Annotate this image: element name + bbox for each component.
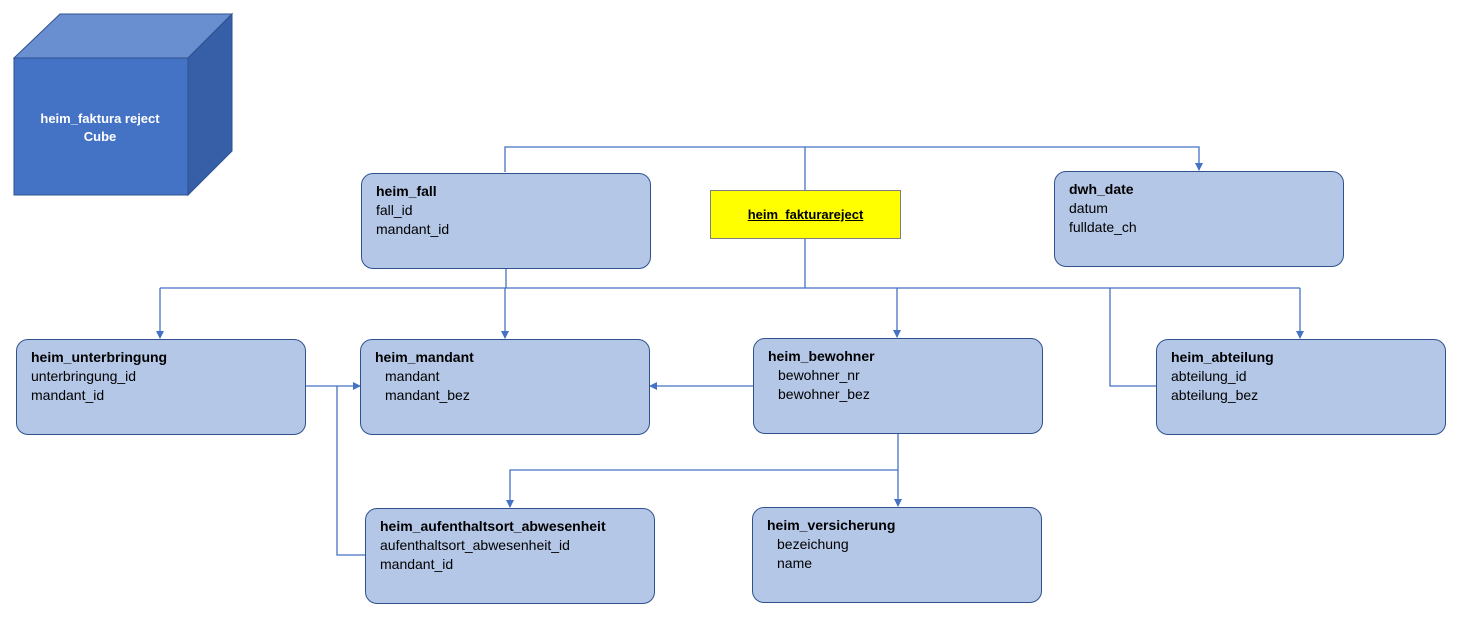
- table-heim-mandant[interactable]: heim_mandant mandant mandant_bez: [360, 339, 650, 435]
- table-field: abteilung_bez: [1171, 387, 1259, 403]
- table-heim-bewohner[interactable]: heim_bewohner bewohner_nr bewohner_bez: [753, 338, 1043, 434]
- cube-label: heim_faktura reject Cube: [14, 110, 186, 146]
- table-name: heim_aufenthaltsort_abwesenheit: [380, 518, 606, 534]
- table-field: bewohner_bez: [778, 386, 870, 402]
- table-field: datum: [1069, 200, 1108, 216]
- table-field: mandant_id: [380, 556, 454, 572]
- table-field: bezeichung: [777, 536, 849, 552]
- table-field: unterbringung_id: [31, 368, 137, 384]
- fact-table-name: heim_fakturareject: [747, 207, 864, 222]
- table-field: aufenthaltsort_abwesenheit_id: [380, 537, 570, 553]
- table-name: heim_abteilung: [1171, 349, 1274, 365]
- table-heim-aufenthaltsort-abwesenheit[interactable]: heim_aufenthaltsort_abwesenheit aufentha…: [365, 508, 655, 604]
- connector-aufenthaltsort-to-mandant: [336, 386, 365, 556]
- cube-icon: [12, 12, 234, 197]
- table-dwh-date[interactable]: dwh_date datum fulldate_ch: [1054, 171, 1344, 267]
- cube-subtitle: Cube: [83, 129, 117, 144]
- table-name: heim_bewohner: [768, 348, 875, 364]
- table-heim-abteilung[interactable]: heim_abteilung abteilung_id abteilung_be…: [1156, 339, 1446, 435]
- table-field: mandant_id: [376, 221, 450, 237]
- table-field: name: [777, 555, 813, 571]
- table-name: dwh_date: [1069, 181, 1134, 197]
- cube-title: heim_faktura reject: [40, 111, 160, 126]
- table-name: heim_versicherung: [767, 517, 896, 533]
- table-name: heim_mandant: [375, 349, 474, 365]
- connector-abteilung-side: [1109, 288, 1157, 387]
- table-field: mandant_bez: [385, 387, 470, 403]
- fact-table-heim-fakturareject[interactable]: heim_fakturareject: [710, 190, 901, 239]
- table-heim-fall[interactable]: heim_fall fall_id mandant_id: [361, 173, 651, 269]
- table-field: mandant: [385, 368, 440, 384]
- table-field: mandant_id: [31, 387, 105, 403]
- table-name: heim_fall: [376, 183, 437, 199]
- table-heim-unterbringung[interactable]: heim_unterbringung unterbringung_id mand…: [16, 339, 306, 435]
- connector-to-aufenthaltsort: [506, 469, 898, 508]
- connector-fall-to-date: [504, 146, 1203, 172]
- table-field: fall_id: [376, 202, 413, 218]
- table-name: heim_unterbringung: [31, 349, 168, 365]
- table-field: abteilung_id: [1171, 368, 1247, 384]
- table-field: bewohner_nr: [778, 367, 860, 383]
- table-field: fulldate_ch: [1069, 219, 1137, 235]
- table-heim-versicherung[interactable]: heim_versicherung bezeichung name: [752, 507, 1042, 603]
